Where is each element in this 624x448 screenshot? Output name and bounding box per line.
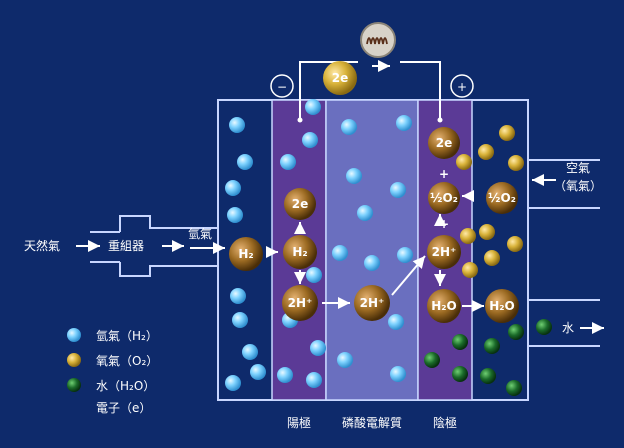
oxygen-particle [462, 262, 478, 278]
hydrogen-particle [390, 182, 406, 198]
water-particle [424, 352, 440, 368]
cathode-plus-1: + [439, 167, 449, 181]
oxygen-particle [508, 155, 524, 171]
cathode-plus-2: + [439, 217, 449, 231]
hydrogen-particle [346, 168, 362, 184]
svg-text:H₂O: H₂O [431, 299, 457, 313]
hydrogen-particle [242, 344, 258, 360]
svg-text:2H⁺: 2H⁺ [288, 296, 313, 310]
cathode-water: H₂O [427, 289, 461, 323]
hydrogen-particle [364, 255, 380, 271]
anode-terminal [297, 117, 303, 123]
hydrogen-particle [390, 366, 406, 382]
oxygen-particle [460, 228, 476, 244]
svg-text:−: − [277, 80, 287, 94]
cathode-terminal [437, 117, 443, 123]
oxygen-particle [507, 236, 523, 252]
electrolyte-proton: 2H⁺ [354, 285, 390, 321]
svg-text:½O₂: ½O₂ [488, 191, 516, 205]
svg-text:H₂: H₂ [238, 247, 253, 261]
legend-water-label: 水（H₂O） [96, 379, 155, 393]
oxygen-particle [479, 224, 495, 240]
legend-hydrogen-swatch [67, 328, 81, 342]
oxygen-particle [499, 125, 515, 141]
cathode-half-oxygen: ½O₂ [428, 182, 460, 214]
air-label: 空氣 [566, 161, 590, 175]
anode-electron: 2e [284, 188, 316, 220]
hydrogen-particle [277, 367, 293, 383]
plus-terminal-icon: + [450, 74, 474, 98]
cathode-label: 陰極 [433, 415, 457, 430]
oxygen-particle [478, 144, 494, 160]
hydrogen-particle [332, 245, 348, 261]
water-particle [480, 368, 496, 384]
anode-hydrogen-split: H₂ [283, 235, 317, 269]
hydrogen-particle [225, 180, 241, 196]
particles [225, 99, 552, 396]
hydrogen-particle [396, 115, 412, 131]
minus-terminal-icon: − [270, 74, 294, 98]
svg-text:2e: 2e [292, 197, 309, 211]
hydrogen-particle [337, 352, 353, 368]
reformer-label: 重組器 [108, 239, 144, 253]
hydrogen-particle [357, 205, 373, 221]
legend-electron-label: 電子（e） [96, 401, 151, 415]
hydrogen-particle [306, 372, 322, 388]
anode-label: 陽極 [287, 415, 311, 430]
legend-water-swatch [67, 378, 81, 392]
hydrogen-particle [310, 340, 326, 356]
oxygen-particle [484, 250, 500, 266]
svg-text:½O₂: ½O₂ [430, 191, 458, 205]
svg-text:2e: 2e [436, 136, 453, 150]
water-particle [452, 334, 468, 350]
hydrogen-particle [306, 267, 322, 283]
water-out-label: 水 [562, 321, 574, 335]
hydrogen-gas-label: 氫氣 [188, 226, 212, 241]
svg-text:2H⁺: 2H⁺ [432, 245, 457, 259]
svg-text:2H⁺: 2H⁺ [360, 296, 385, 310]
air-half-oxygen: ½O₂ [486, 182, 518, 214]
water-particle [506, 380, 522, 396]
water-particle [536, 319, 552, 335]
anode-hydrogen: H₂ [229, 237, 263, 271]
pipes [90, 159, 600, 347]
hydrogen-particle [341, 119, 357, 135]
hydrogen-particle [388, 314, 404, 330]
oxygen-particle [456, 154, 472, 170]
natural-gas-label: 天然氣 [24, 238, 60, 253]
hydrogen-particle [232, 312, 248, 328]
hydrogen-particle [229, 117, 245, 133]
cathode-electron: 2e [428, 127, 460, 159]
hydrogen-particle [237, 154, 253, 170]
cathode-proton: 2H⁺ [427, 235, 461, 269]
svg-text:+: + [457, 80, 467, 94]
electrolyte-label: 磷酸電解質 [342, 415, 402, 430]
hydrogen-particle [225, 375, 241, 391]
hydrogen-particle [250, 364, 266, 380]
hydrogen-particle [302, 132, 318, 148]
resistor-coil-icon [360, 22, 396, 58]
flow-arrows [76, 174, 604, 334]
hydrogen-particle [280, 154, 296, 170]
anode-proton: 2H⁺ [282, 285, 318, 321]
hydrogen-particle [230, 288, 246, 304]
water-particle [452, 366, 468, 382]
circuit-electron [323, 61, 357, 95]
circuit-electron-label: 2e [332, 71, 349, 85]
hydrogen-particle [305, 99, 321, 115]
legend-oxygen-swatch [67, 353, 81, 367]
hydrogen-particle [397, 247, 413, 263]
air-oxygen-label: （氧氣） [554, 179, 602, 193]
legend-hydrogen-label: 氫氣（H₂） [96, 328, 158, 343]
outlet-water: H₂O [485, 289, 519, 323]
water-particle [484, 338, 500, 354]
hydrogen-particle [227, 207, 243, 223]
svg-text:H₂: H₂ [292, 245, 307, 259]
legend-oxygen-label: 氧氣（O₂） [96, 354, 158, 368]
svg-text:H₂O: H₂O [489, 299, 515, 313]
water-particle [508, 324, 524, 340]
legend: 氫氣（H₂） 氧氣（O₂） 水（H₂O） 電子（e） [67, 328, 158, 415]
